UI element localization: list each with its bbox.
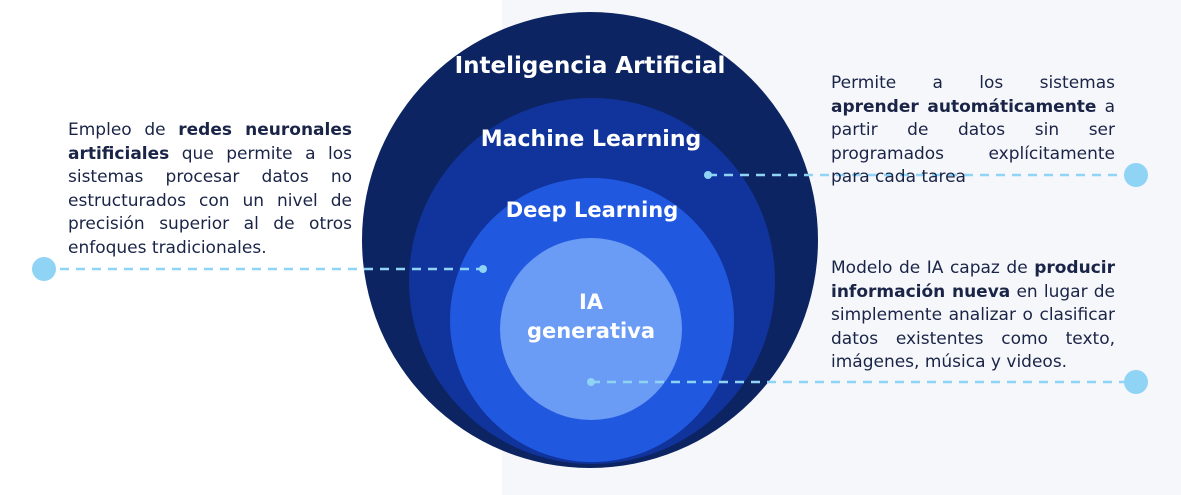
- machine-learning-connector-endpoint: [1124, 163, 1148, 187]
- generative-ai-connector-endpoint: [1124, 370, 1148, 394]
- generative-ai-desc-bold: producir información nueva: [831, 258, 1115, 302]
- deep-learning-connector-dot: [479, 265, 487, 273]
- machine-learning-desc-bold: aprender automáticamente: [831, 96, 1097, 117]
- genai-circle-label: IA generativa: [500, 288, 682, 346]
- machine-learning-desc-suffix: a partir de datos sin ser programados ex…: [831, 96, 1115, 188]
- deep-learning-connector-endpoint: [32, 257, 56, 281]
- genai-label-line2: generativa: [526, 319, 656, 343]
- machine-learning-connector-dot: [704, 171, 712, 179]
- deep-learning-desc-prefix: Empleo de: [68, 120, 179, 140]
- ml-circle-label: Machine Learning: [480, 127, 702, 152]
- deep-learning-description: Empleo de redes neuronales artificiales …: [68, 119, 352, 260]
- machine-learning-desc-prefix: Permite a los sistemas: [831, 73, 1115, 93]
- generative-ai-desc-prefix: Modelo de IA capaz de: [831, 258, 1035, 278]
- genai-circle: [500, 238, 682, 420]
- machine-learning-description: Permite a los sistemas aprender automáti…: [831, 72, 1115, 190]
- deep-learning-desc-suffix: que permite a los sistemas procesar dato…: [68, 143, 352, 258]
- generative-ai-description: Modelo de IA capaz de producir informaci…: [831, 257, 1115, 375]
- deep-learning-desc-bold: redes neuronales artificiales: [68, 120, 353, 164]
- generative-ai-desc-suffix: en lugar de simplemente analizar o clasi…: [831, 281, 1116, 373]
- genai-label-line1: IA: [578, 290, 604, 314]
- generative-ai-connector-dot: [587, 378, 595, 386]
- ai-circle-label: Inteligencia Artificial: [454, 53, 726, 79]
- dl-circle-label: Deep Learning: [505, 198, 679, 222]
